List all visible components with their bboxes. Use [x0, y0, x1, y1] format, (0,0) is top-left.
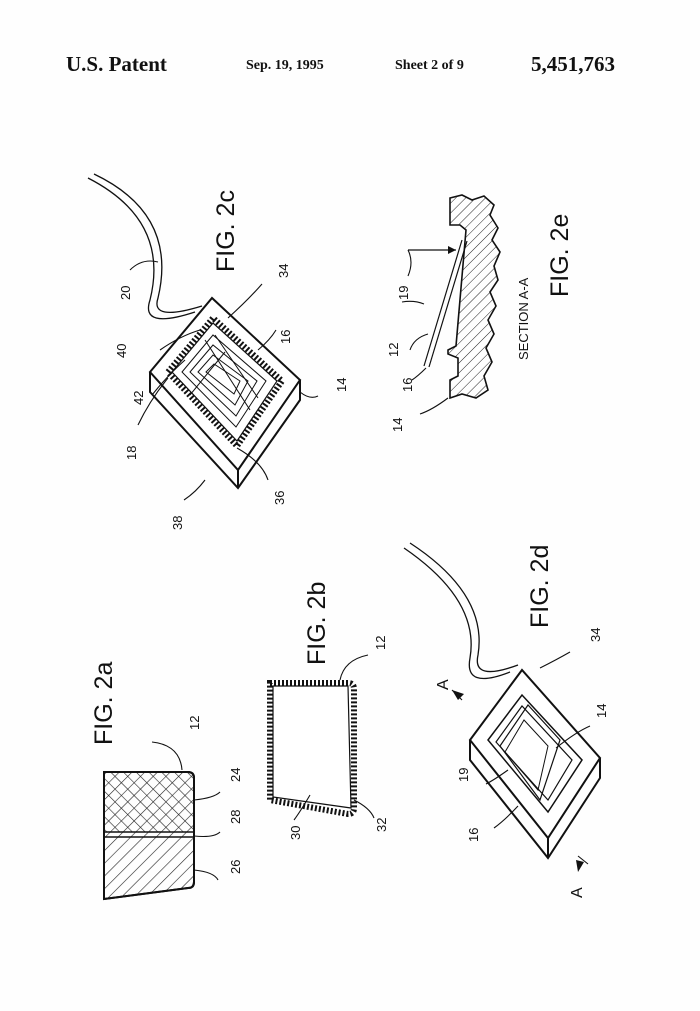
patent-number: 5,451,763 — [531, 52, 615, 76]
fig-2c-ref-18: 18 — [124, 446, 139, 460]
fig-2a-ref-28: 28 — [228, 810, 243, 824]
fig-2d-caption: FIG. 2d — [526, 545, 554, 628]
fig-2d-section-mark-top: A — [435, 679, 452, 690]
fig-2c-ref-40: 40 — [114, 344, 129, 358]
fig-2c-ref-16: 16 — [278, 330, 293, 344]
fig-2e-section: SECTION A-A — [516, 277, 531, 360]
fig-2a — [103, 741, 221, 901]
fig-2d-ref-34: 34 — [588, 628, 603, 642]
fig-2d — [403, 542, 602, 872]
fig-2c — [87, 173, 319, 501]
fig-2e-ref-12: 12 — [386, 343, 401, 357]
fig-2a-ref-26: 26 — [228, 860, 243, 874]
fig-2c-ref-20: 20 — [118, 286, 133, 300]
fig-2e-caption: FIG. 2e — [546, 214, 574, 297]
fig-2b-ref-30: 30 — [288, 826, 303, 840]
sheet-number: Sheet 2 of 9 — [395, 58, 464, 73]
fig-2d-ref-19: 19 — [456, 768, 471, 782]
fig-2e — [401, 194, 501, 415]
fig-2e-ref-14: 14 — [390, 418, 405, 432]
fig-2a-ref-24: 24 — [228, 768, 243, 782]
patent-date: Sep. 19, 1995 — [246, 58, 324, 73]
fig-2d-section-mark-bottom: A — [569, 887, 586, 898]
fig-2c-ref-34: 34 — [276, 264, 291, 278]
fig-2c-ref-38: 38 — [170, 516, 185, 530]
fig-2d-ref-16: 16 — [466, 828, 481, 842]
fig-2b-caption: FIG. 2b — [303, 582, 331, 665]
fig-2e-ref-16: 16 — [400, 378, 415, 392]
fig-2c-ref-42: 42 — [131, 391, 146, 405]
fig-2c-ref-36: 36 — [272, 491, 287, 505]
fig-2c-caption: FIG. 2c — [212, 190, 240, 272]
fig-2d-ref-14: 14 — [594, 704, 609, 718]
fig-2e-ref-19: 19 — [396, 286, 411, 300]
fig-2b-ref-32: 32 — [374, 818, 389, 832]
fig-2c-ref-14: 14 — [334, 378, 349, 392]
fig-2a-ref-12: 12 — [187, 716, 202, 730]
patent-title: U.S. Patent — [66, 52, 167, 76]
fig-2b-ref-12: 12 — [373, 636, 388, 650]
fig-2b — [267, 654, 375, 821]
fig-2a-caption: FIG. 2a — [90, 662, 118, 745]
